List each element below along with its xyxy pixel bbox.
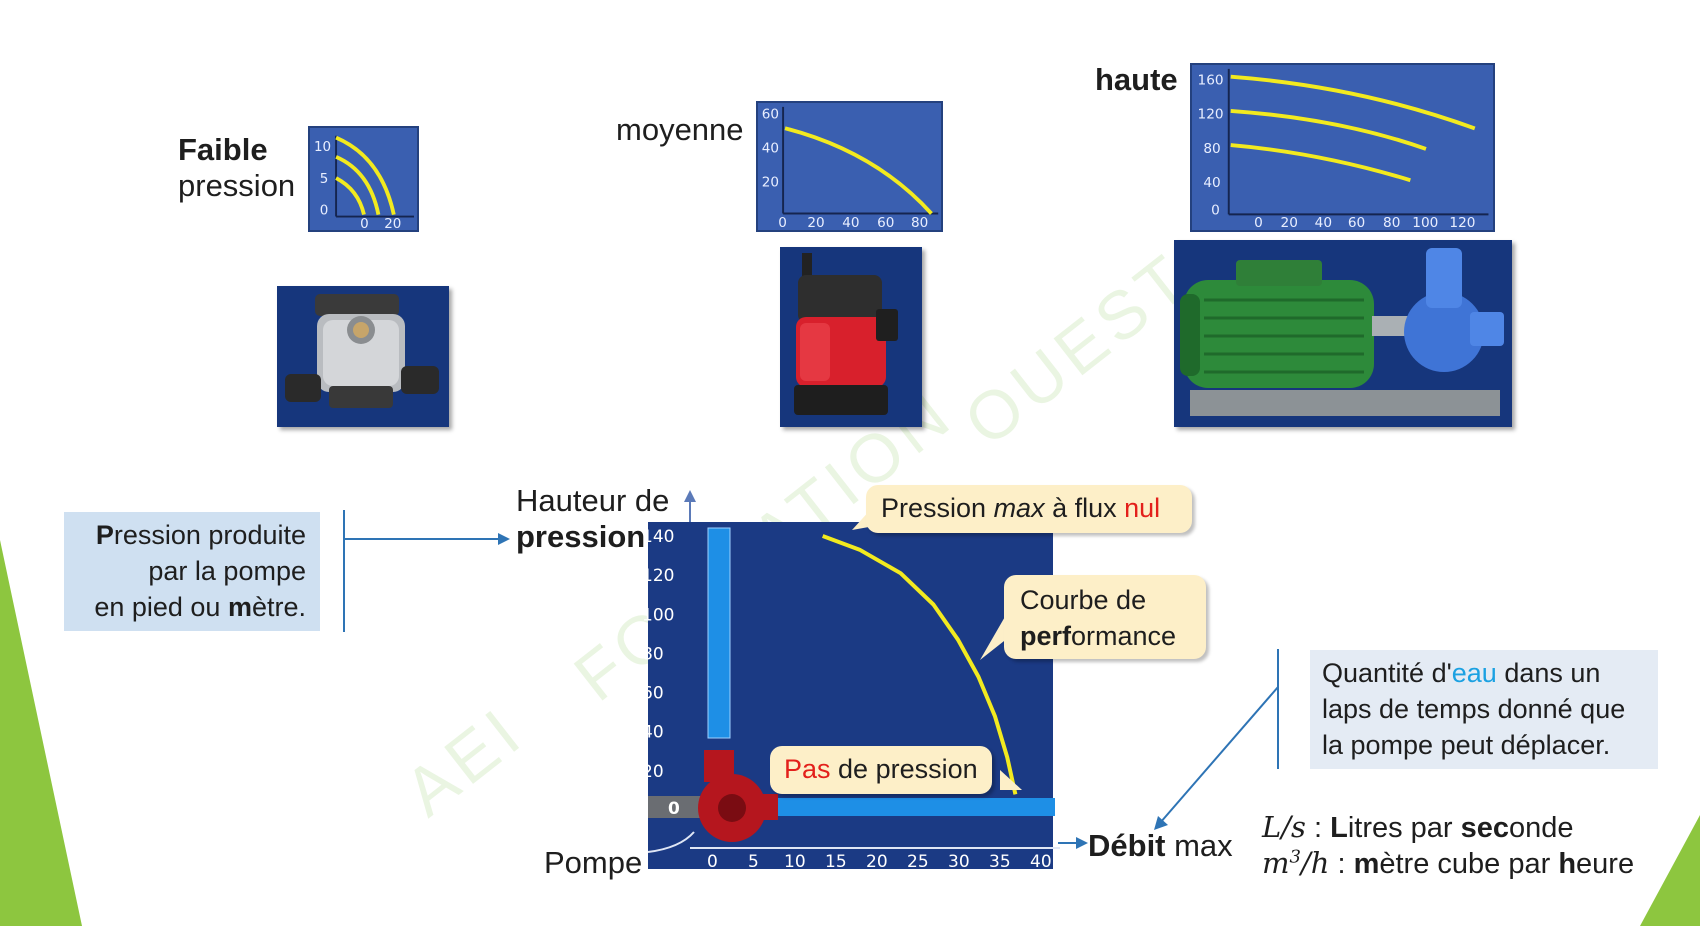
- pressure-column: [707, 527, 731, 739]
- low-ytick-5: 5: [320, 171, 329, 187]
- high-xtick-40: 40: [1315, 215, 1332, 230]
- x-tick-25: 25: [907, 852, 929, 872]
- medium-xtick-40: 40: [842, 215, 859, 230]
- high-ytick-120: 120: [1198, 107, 1224, 123]
- medium-xtick-80: 80: [911, 215, 928, 230]
- high-ytick-80: 80: [1203, 141, 1220, 157]
- flow-connector: [1154, 649, 1279, 830]
- high-ytick-0: 0: [1211, 202, 1220, 218]
- submersible-pump-photo: [780, 247, 922, 427]
- y-tick-80: 80: [642, 644, 664, 664]
- low-xtick-0: 0: [360, 216, 369, 230]
- low-ytick-0: 0: [320, 203, 329, 219]
- x-tick-30: 30: [948, 852, 970, 872]
- high-xtick-100: 100: [1412, 215, 1438, 230]
- low-ytick-10: 10: [314, 139, 331, 155]
- y-tick-120: 120: [642, 566, 674, 586]
- y-tick-140: 140: [642, 527, 674, 547]
- watermark-ouest: OUEST: [950, 238, 1206, 461]
- debit-max-label: Débit max: [1088, 828, 1233, 863]
- medium-ytick-40: 40: [762, 140, 779, 156]
- flow-pipe: [775, 798, 1055, 816]
- medium-pressure-label: moyenne: [616, 112, 744, 147]
- units-ls: L/s : Litres par seconde: [1262, 810, 1574, 844]
- y-tick-100: 100: [642, 605, 674, 625]
- performance-curve: [822, 534, 1018, 795]
- x-tick-15: 15: [825, 852, 847, 872]
- high-ytick-160: 160: [1198, 73, 1224, 89]
- callout-performance-curve: Courbe de performance: [1004, 575, 1206, 659]
- high-xtick-120: 120: [1449, 215, 1475, 230]
- pump-graphic: [648, 750, 778, 842]
- x-tick-35: 35: [989, 852, 1011, 872]
- medium-xtick-60: 60: [877, 215, 894, 230]
- pressure-info-box: Pression produite par la pompe en pied o…: [64, 512, 320, 631]
- medium-xtick-0: 0: [778, 215, 787, 230]
- high-pressure-mini-chart: 160 120 80 40 0 0 20 40 60 80 100 120: [1190, 63, 1495, 232]
- high-xtick-80: 80: [1383, 215, 1400, 230]
- watermark-aei: AEI: [390, 692, 538, 831]
- pump-label: Pompe: [544, 845, 643, 880]
- medium-xtick-20: 20: [807, 215, 824, 230]
- motor-centrifugal-pump-photo: [1174, 240, 1512, 427]
- high-xtick-20: 20: [1281, 215, 1298, 230]
- medium-ytick-60: 60: [762, 107, 779, 123]
- high-xtick-60: 60: [1348, 215, 1365, 230]
- low-xtick-20: 20: [384, 216, 401, 230]
- flow-info-box: Quantité d'eau dans un laps de temps don…: [1310, 650, 1658, 769]
- callout-no-pressure: Pas de pression: [770, 746, 992, 794]
- y-tick-40: 40: [642, 723, 664, 743]
- y-tick-60: 60: [642, 684, 664, 704]
- x-tick-40: 40: [1030, 852, 1052, 872]
- low-pressure-mini-chart: 10 5 0 0 20: [308, 126, 419, 232]
- x-tick-0: 0: [707, 852, 718, 872]
- x-tick-10: 10: [784, 852, 806, 872]
- circulator-pump-photo: [277, 286, 449, 427]
- medium-ytick-20: 20: [762, 174, 779, 190]
- x-tick-5: 5: [748, 852, 759, 872]
- medium-pressure-mini-chart: 60 40 20 0 20 40 60 80: [756, 101, 943, 232]
- pressure-axis-label: Hauteur de pression: [516, 483, 670, 554]
- high-xtick-0: 0: [1254, 215, 1263, 230]
- high-pressure-label: haute: [1095, 62, 1178, 97]
- high-ytick-40: 40: [1203, 175, 1220, 191]
- y-tick-20: 20: [642, 762, 664, 782]
- low-pressure-label: Faible pression: [178, 132, 296, 203]
- x-tick-20: 20: [866, 852, 888, 872]
- callout-max-pressure: Pression max à flux nul: [866, 485, 1192, 533]
- units-m3h: m3/h : mètre cube par heure: [1262, 846, 1635, 880]
- y-axis-zero: 0: [668, 799, 680, 819]
- pressure-connector: [343, 510, 510, 632]
